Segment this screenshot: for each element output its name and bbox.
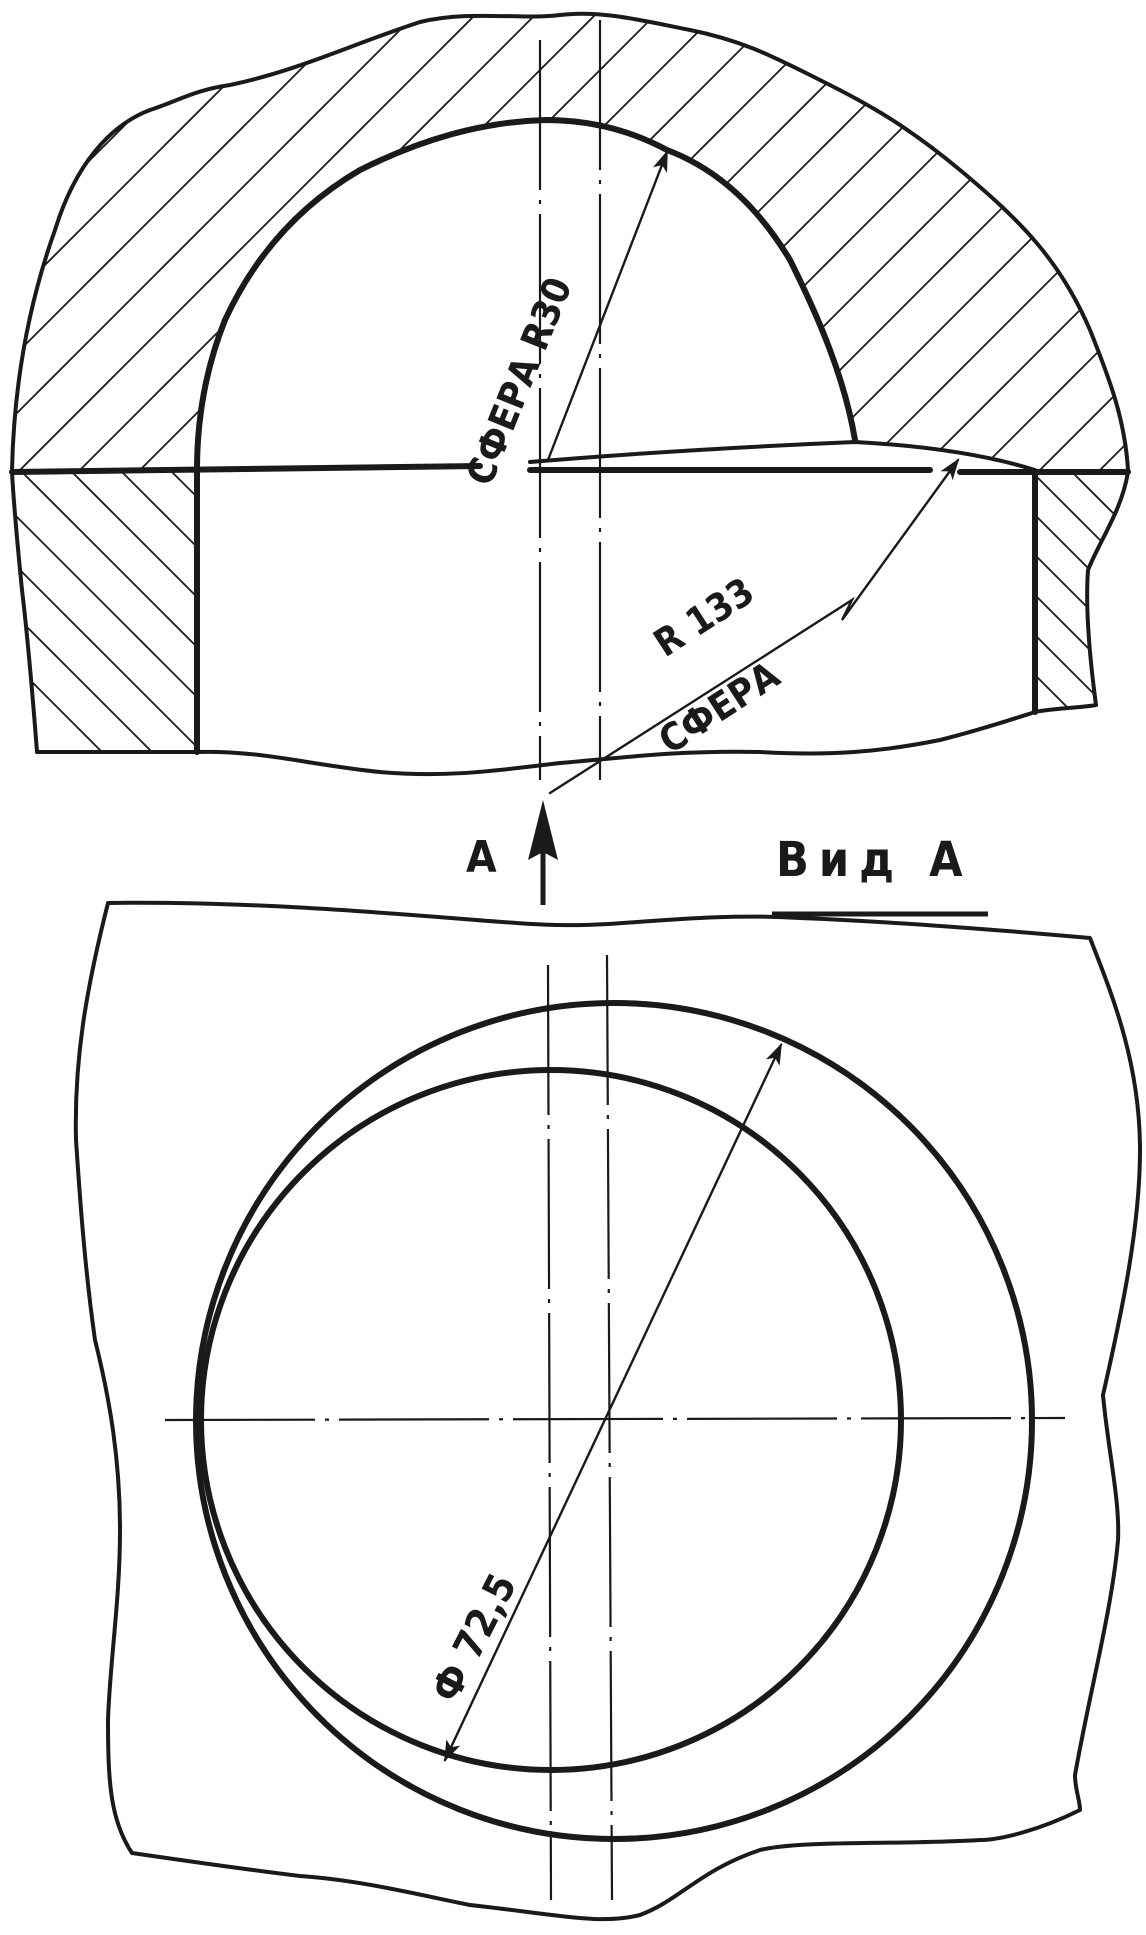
r30-dimension-line [546, 149, 669, 462]
r133-dimension-line [548, 458, 960, 795]
view-a: Ф 72,5 [73, 900, 1142, 1922]
view-letter: А [466, 832, 497, 883]
up-arrow-icon [528, 800, 558, 905]
right-outer-wall [1033, 470, 1130, 714]
hemisphere-cavity [194, 117, 858, 473]
vertical-center-line-right [605, 954, 614, 1901]
split-line [9, 463, 1131, 475]
hatching-upper [12, 13, 1128, 470]
outer-bore-circle [193, 1000, 1035, 1842]
left-wall [10, 470, 39, 754]
sphere-r133-surface [528, 440, 1037, 472]
view-a-frame [73, 900, 1142, 1922]
section-bottom-break [35, 710, 1037, 777]
r133-radius-label: R 133 [646, 569, 762, 666]
view-direction-indicator: А Вид А [466, 800, 988, 917]
view-a-title: Вид А [776, 832, 972, 888]
diameter-label: Ф 72,5 [423, 1567, 526, 1710]
vertical-center-line-left [546, 964, 553, 1901]
hatching-lower-left [12, 472, 197, 752]
r133-word-label: СФЕРА [651, 652, 788, 762]
section-view: СФЕРА R30 R 133 СФЕРА [9, 11, 1131, 795]
outer-break-boundary [10, 11, 1130, 472]
diameter-dimension-line [443, 1043, 783, 1762]
horizontal-center-line [164, 1416, 1066, 1422]
